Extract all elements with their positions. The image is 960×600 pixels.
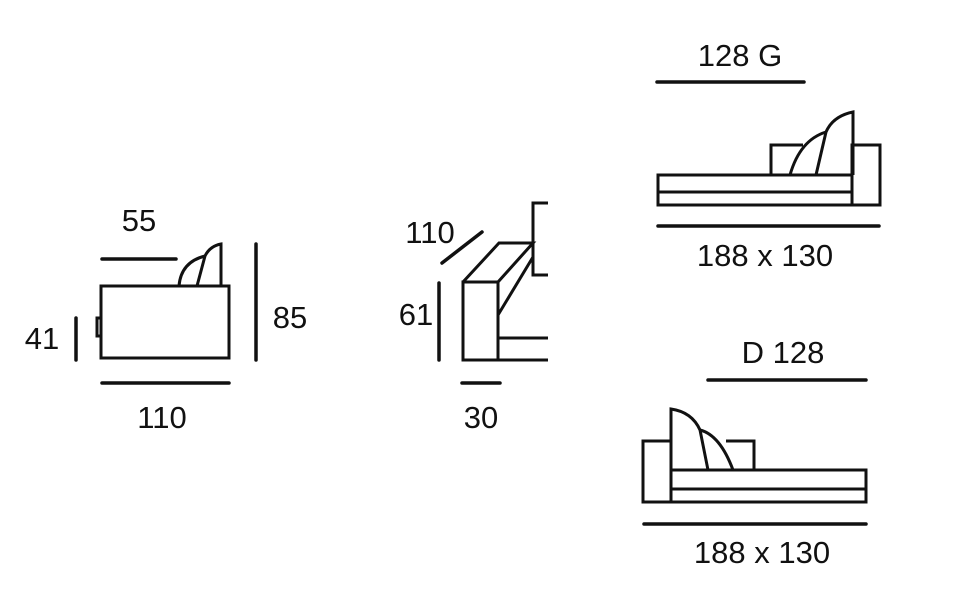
arm-view: 110 61 30: [399, 201, 548, 435]
side-view-body: [99, 284, 231, 360]
side-view-pillow: [177, 242, 223, 287]
arm-back: [496, 201, 548, 316]
chaise-right-seat: [669, 468, 868, 504]
chaise-left-seat: [656, 173, 854, 207]
seat-height-label: 41: [25, 321, 59, 356]
arm-width-label: 30: [464, 400, 498, 435]
arm-seat-lines: [498, 336, 548, 362]
chaise-right-title: D 128: [742, 335, 825, 370]
chaise-left-arm: [850, 143, 882, 207]
arm-front: [461, 280, 500, 362]
arm-depth-label: 110: [405, 215, 454, 250]
side-view-knob: [95, 316, 103, 338]
width-label: 110: [137, 400, 186, 435]
chaise-left-view: 128 G 188 x 130: [655, 38, 882, 273]
arm-depth-dimension-line: [440, 230, 484, 265]
chaise-left-back: [769, 143, 803, 175]
side-view: 55 85 41 110: [25, 203, 307, 435]
chaise-right-back: [726, 439, 756, 470]
chaise-right-view: D 128 188 x 130: [641, 335, 868, 570]
chaise-left-size-label: 188 x 130: [697, 238, 833, 273]
height-label: 85: [273, 300, 307, 335]
chaise-right-size-label: 188 x 130: [694, 535, 830, 570]
chaise-right-pillows: [669, 407, 735, 471]
arm-height-label: 61: [399, 297, 433, 332]
depth-label: 55: [122, 203, 156, 238]
chaise-left-title: 128 G: [698, 38, 782, 73]
chaise-left-pillows: [788, 110, 855, 176]
chaise-right-arm: [641, 439, 673, 504]
arm-top: [461, 241, 537, 284]
